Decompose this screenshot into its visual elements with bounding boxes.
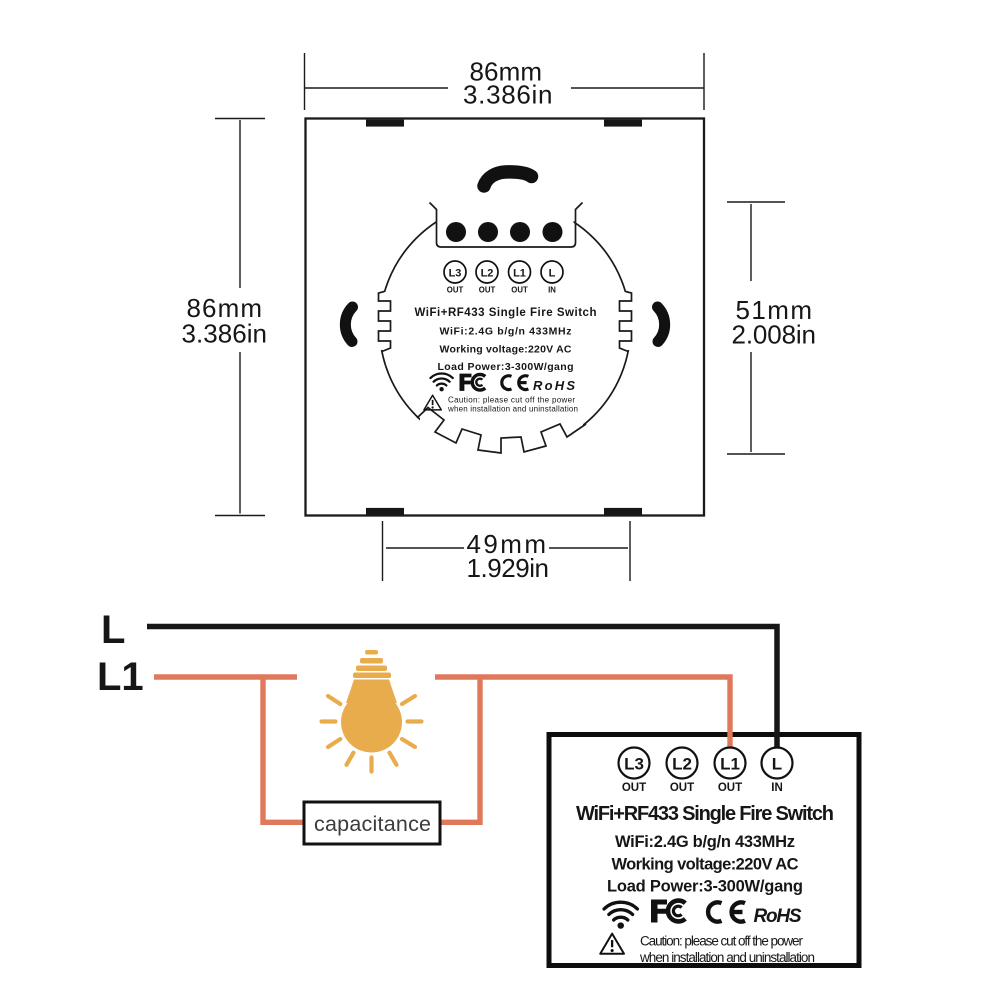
dim-width-mm: 86mm (470, 57, 543, 87)
switch-unit-spec-voltage: Working voltage:220V AC (612, 856, 799, 874)
module-spec-wifi: WiFi:2.4G b/g/n 433MHz (440, 326, 572, 338)
dimension-line (303, 53, 705, 110)
switch-unit-spec-wifi: WiFi:2.4G b/g/n 433MHz (615, 833, 795, 851)
module-teeth-right (618, 290, 633, 353)
terminal-l1 (507, 260, 532, 284)
terminal-l (760, 746, 794, 780)
terminal-l1-sub: OUT (718, 782, 742, 794)
load-wire-label: L1 (97, 655, 144, 699)
side-clip-left (339, 301, 358, 347)
terminal-l2 (475, 260, 499, 284)
capacitance-wire-left (260, 677, 306, 825)
module-caution-line2: when installation and uninstallation (447, 405, 578, 414)
module-teeth-left (377, 290, 392, 353)
live-wire-label: L (101, 608, 125, 652)
screw-hole (542, 222, 563, 242)
switch-unit-spec-load: Load Power:3-300W/gang (607, 878, 803, 896)
dim-module-mm: 51mm (736, 295, 813, 325)
side-clip-right (652, 301, 671, 347)
mounting-tab (604, 119, 642, 127)
switch-unit-caution-line2: when installation and uninstallation (639, 950, 815, 965)
switch-unit-title: WiFi+RF433 Single Fire Switch (576, 803, 834, 825)
screw-hole (446, 222, 466, 242)
capacitance-wire-right (437, 677, 483, 825)
module-spec-load: Load Power:3-300W/gang (438, 361, 574, 373)
switch-unit-caution-line1: Caution: please cut off the power (640, 934, 804, 949)
module-title: WiFi+RF433 Single Fire Switch (415, 307, 597, 319)
terminal-l2-sub: OUT (670, 782, 694, 794)
capacitance-outline (302, 800, 442, 846)
terminal-l1-label: L1 (720, 755, 740, 774)
capacitance-label: capacitance (314, 812, 431, 836)
mounting-tab (604, 507, 642, 515)
dimension-panel-height: 86mm 3.386in (182, 117, 268, 517)
module-terminals: L3 L2 L1 L OUT OUT OUT IN (443, 260, 564, 295)
live-wire (147, 623, 780, 749)
mounting-tab (366, 507, 404, 515)
dimension-mount-spacing: 49mm 1.929in (381, 521, 631, 583)
terminal-l2-label: L2 (481, 268, 494, 280)
dim-height-inch: 3.386in (182, 319, 268, 349)
cable-clamp (477, 165, 539, 193)
terminal-l1-sub: OUT (511, 286, 528, 295)
mounting-tab (366, 119, 404, 127)
switch-unit-box (546, 732, 862, 968)
terminal-l2-sub: OUT (479, 286, 496, 295)
module-spec-voltage: Working voltage:220V AC (440, 344, 572, 356)
switch-back-panel: L3 L2 L1 L OUT OUT OUT IN WiFi+RF433 Sin… (304, 117, 706, 517)
terminal-l3 (443, 260, 467, 284)
screw-hole (510, 222, 530, 242)
dim-height-mm: 86mm (187, 293, 263, 323)
load-wire-right (435, 674, 733, 749)
rohs-mark: RoHS (533, 378, 575, 393)
dimension-line (727, 201, 785, 455)
capacitance-box: capacitance (302, 800, 442, 846)
terminal-l2-label: L2 (672, 755, 692, 774)
wiring-diagram: L L1 capacitance (97, 608, 862, 968)
rohs-mark: RoHS (754, 906, 802, 927)
bulb-icon (319, 650, 424, 774)
terminal-l3-sub: OUT (447, 286, 464, 295)
terminal-l3-label: L3 (449, 268, 462, 280)
screw-hole (478, 222, 498, 242)
terminal-l3-label: L3 (624, 755, 644, 774)
terminal-l-sub: IN (548, 286, 556, 295)
dimension-module-height: 51mm 2.008in (727, 201, 817, 455)
terminal-l-label: L (549, 268, 556, 280)
dimension-line (381, 521, 631, 581)
terminal-l1-label: L1 (513, 268, 526, 280)
terminal-l3 (617, 746, 651, 780)
terminal-l2 (665, 746, 699, 780)
switch-unit-terminals: L3 L2 L1 L OUT OUT OUT IN (617, 746, 794, 794)
dimension-line (215, 117, 265, 517)
terminal-l1 (713, 746, 747, 780)
dim-width-inch: 3.386in (463, 80, 553, 110)
dim-mount-mm: 49mm (467, 529, 547, 559)
terminal-l-label: L (772, 755, 782, 774)
dimension-panel-width: 86mm 3.386in (303, 53, 705, 110)
dim-mount-inch: 1.929in (467, 553, 550, 583)
terminal-l (540, 260, 564, 284)
terminal-l3-sub: OUT (622, 782, 646, 794)
dim-module-inch: 2.008in (732, 320, 817, 350)
module-notch (428, 201, 584, 248)
module-teeth-bottom (416, 406, 587, 454)
switch-module: L3 L2 L1 L OUT OUT OUT IN WiFi+RF433 Sin… (339, 150, 671, 458)
terminal-l-sub: IN (771, 782, 783, 794)
module-caution-line1: Caution: please cut off the power (448, 396, 575, 405)
